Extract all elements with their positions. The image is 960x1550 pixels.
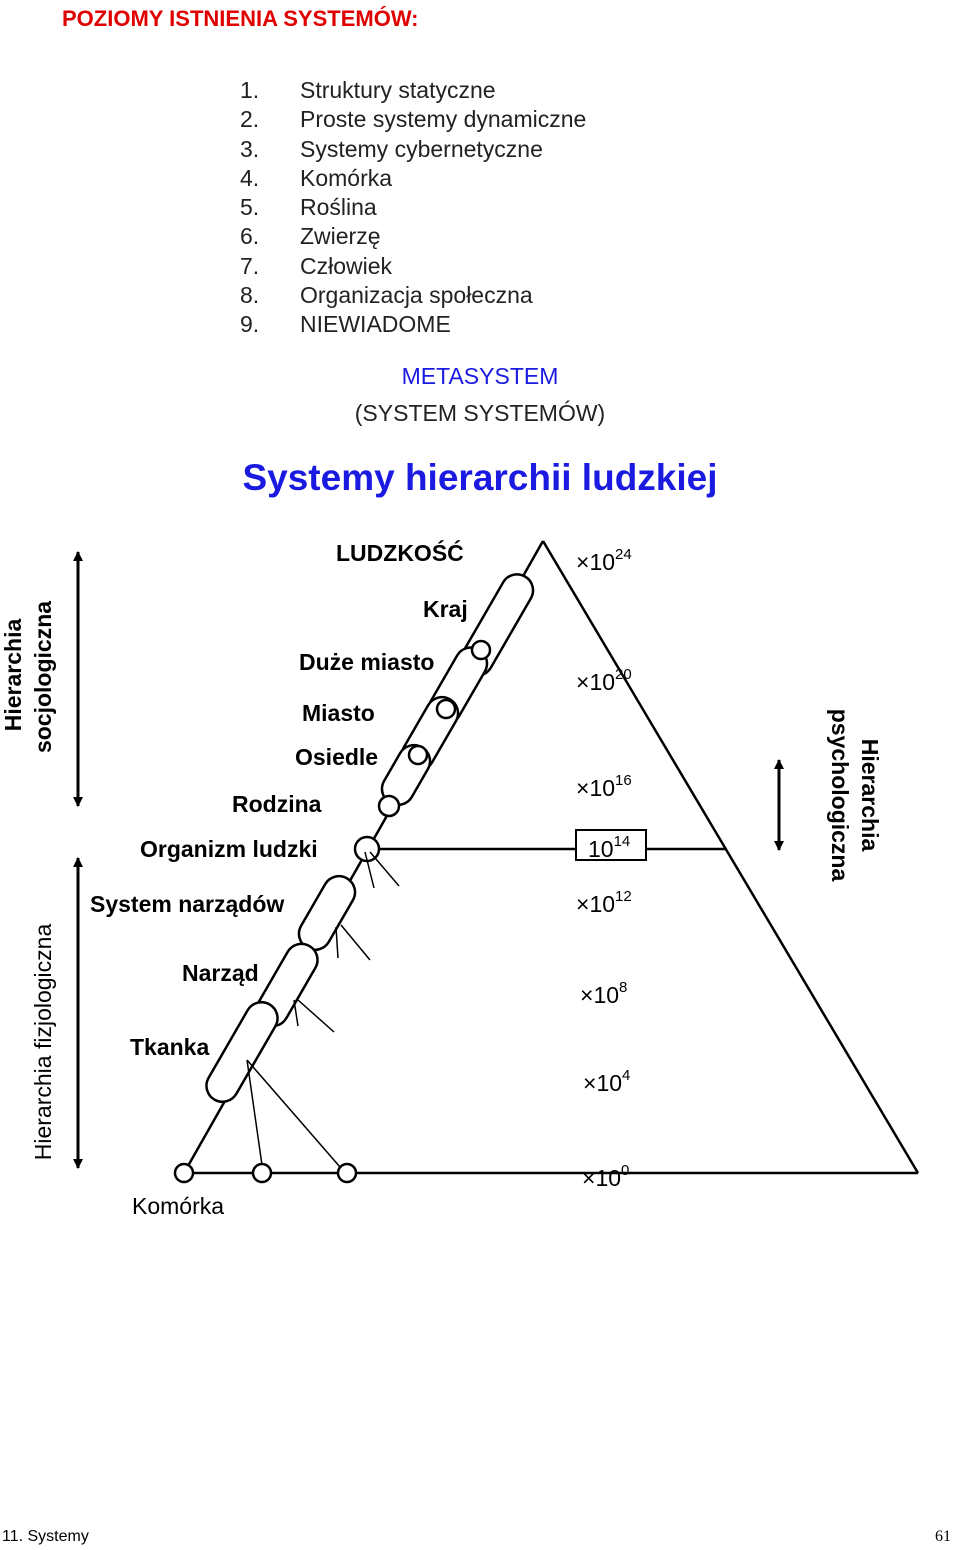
list-item: 3. Systemy cybernetyczne xyxy=(240,135,586,164)
label-socio-line1: Hierarchia xyxy=(0,619,26,732)
scale-label: ×1024 xyxy=(576,546,632,575)
label-ludzkosc: LUDZKOŚĆ xyxy=(336,539,464,566)
label-rodzina: Rodzina xyxy=(232,791,322,817)
label-miasto: Miasto xyxy=(302,700,375,726)
capsule-tkanka xyxy=(205,1000,279,1104)
scale-label: 1014 xyxy=(588,833,630,862)
scale-label: ×1020 xyxy=(576,666,632,695)
item-label: Roślina xyxy=(300,194,377,221)
page-heading: POZIOMY ISTNIENIA SYSTEMÓW: xyxy=(62,6,419,31)
fan-lines xyxy=(246,851,400,1168)
label-physio: Hierarchia fizjologiczna xyxy=(30,924,56,1161)
scale-label: ×1016 xyxy=(576,772,632,801)
label-tkanka: Tkanka xyxy=(130,1034,209,1060)
side-arrows xyxy=(73,551,784,1169)
label-narzad: Narząd xyxy=(182,960,259,986)
scale-label: ×1012 xyxy=(576,888,632,917)
item-number: 3. xyxy=(240,135,260,162)
item-label: Proste systemy dynamiczne xyxy=(300,106,587,133)
item-number: 2. xyxy=(240,106,260,133)
label-system-narzadow: System narządów xyxy=(90,891,284,917)
label-kraj: Kraj xyxy=(423,596,468,622)
metasystem-subtitle: (SYSTEM SYSTEMÓW) xyxy=(354,400,606,426)
item-number: 1. xyxy=(240,77,260,103)
item-label: NIEWIADOME xyxy=(300,311,451,338)
item-label: Komórka xyxy=(300,164,393,191)
item-label: Człowiek xyxy=(300,252,393,279)
item-label: Struktury statyczne xyxy=(300,77,496,103)
item-number: 8. xyxy=(240,282,260,309)
label-psycho-line1: Hierarchia xyxy=(857,739,883,852)
scale-label: ×108 xyxy=(580,979,627,1008)
item-label: Zwierzę xyxy=(300,223,381,250)
diagram-title: Systemy hierarchii ludzkiej xyxy=(242,457,718,498)
list-item: 8. Organizacja społeczna xyxy=(240,281,586,310)
item-label: Systemy cybernetyczne xyxy=(300,135,543,162)
label-organizm: Organizm ludzki xyxy=(140,836,318,862)
item-number: 4. xyxy=(240,164,260,191)
scale-highlight-box xyxy=(575,829,647,861)
metasystem-title: METASYSTEM xyxy=(401,363,559,389)
list-item: 7. Człowiek xyxy=(240,252,586,281)
list-item: 1. Struktury statyczne xyxy=(240,76,586,105)
system-levels-list: 1. Struktury statyczne 2. Proste systemy d… xyxy=(240,76,586,340)
label-socio-line2: socjologiczna xyxy=(30,601,56,753)
footer-page-number: 61 xyxy=(935,1528,951,1545)
scale-label: ×104 xyxy=(583,1067,630,1096)
item-number: 7. xyxy=(240,252,260,279)
hierarchy-diagram: LUDZKOŚĆ Kraj Duże miasto Miasto Osiedle… xyxy=(0,539,920,1219)
list-item: 2. Proste systemy dynamiczne xyxy=(240,105,586,134)
list-item: 5. Roślina xyxy=(240,193,586,222)
label-komorka: Komórka xyxy=(132,1193,224,1219)
list-item: 9. NIEWIADOME xyxy=(240,310,586,339)
item-label: Organizacja społeczna xyxy=(300,282,533,309)
item-number: 9. xyxy=(240,311,260,338)
label-psycho-line2: psychologiczna xyxy=(827,709,853,882)
list-item: 4. Komórka xyxy=(240,164,586,193)
label-osiedle: Osiedle xyxy=(295,744,378,770)
scale-labels: ×1024 ×1020 ×1016 1014 ×1012 ×108 ×104 ×… xyxy=(575,546,647,1191)
item-number: 5. xyxy=(240,194,260,221)
scale-label: ×100 xyxy=(582,1162,629,1191)
list-item: 6. Zwierzę xyxy=(240,222,586,251)
label-duze-miasto: Duże miasto xyxy=(299,649,434,675)
item-number: 6. xyxy=(240,223,260,250)
footer-section-label: 11. Systemy xyxy=(2,1528,89,1545)
